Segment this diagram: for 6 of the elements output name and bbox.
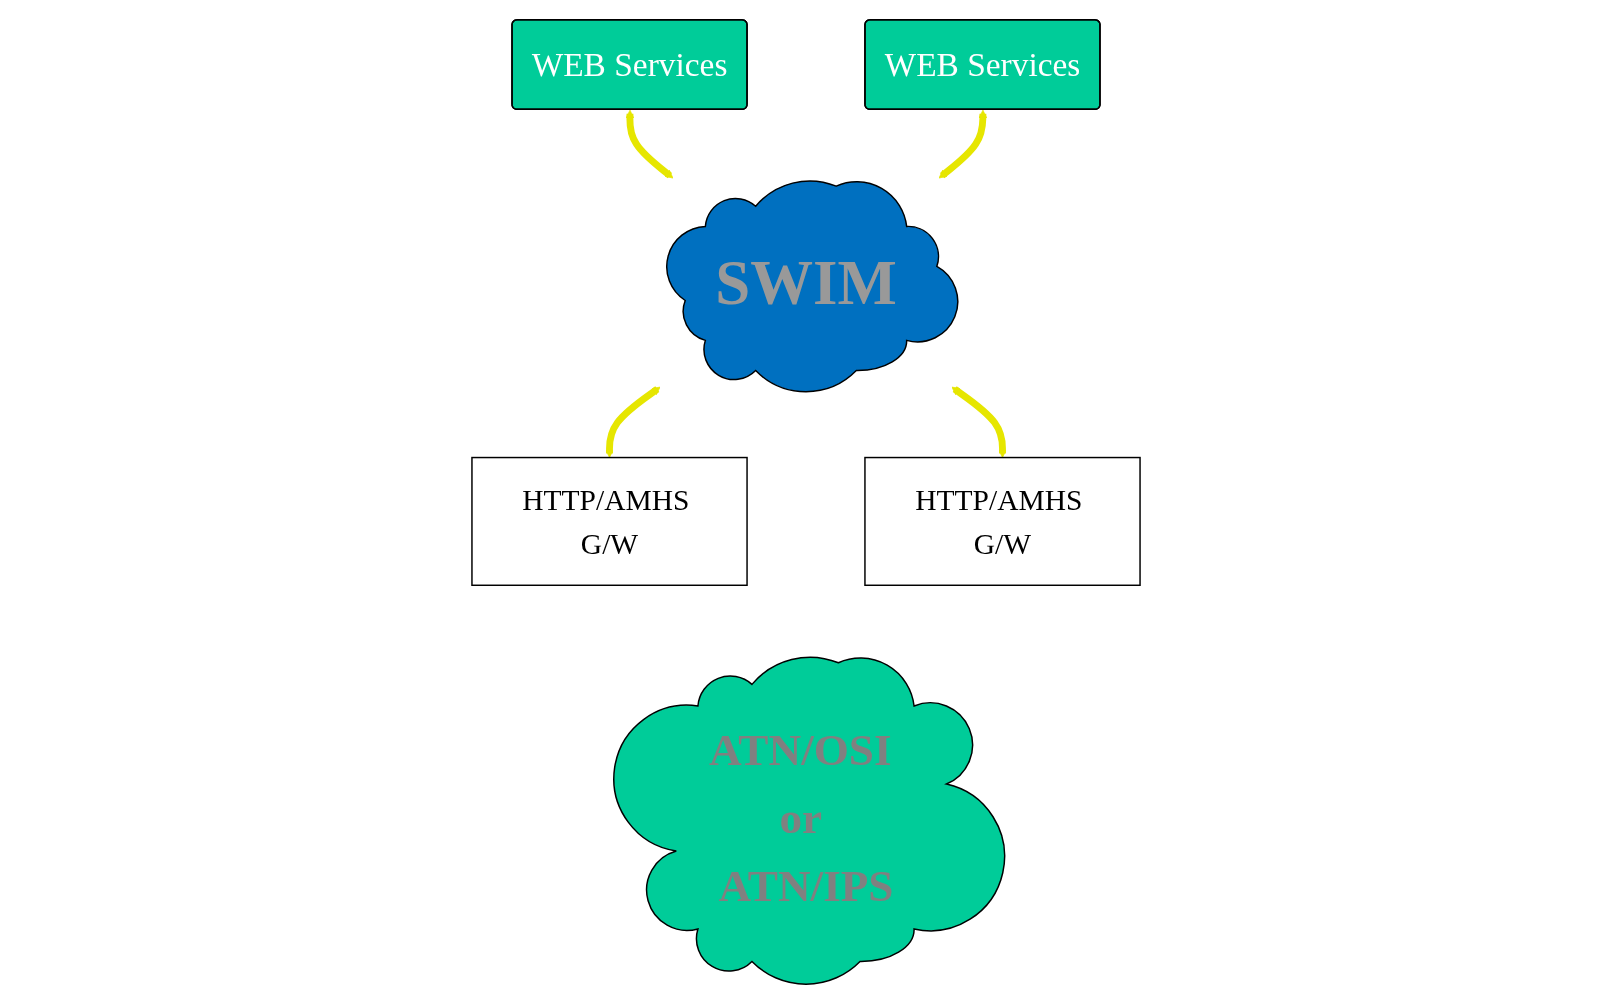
- node-box: HTTP/AMHS G/W: [864, 456, 1141, 586]
- arrow: [605, 385, 661, 458]
- arrow: [625, 109, 674, 178]
- arrow: [938, 109, 988, 178]
- arrow: [951, 385, 1007, 458]
- node-box: HTTP/AMHS G/W: [471, 456, 748, 586]
